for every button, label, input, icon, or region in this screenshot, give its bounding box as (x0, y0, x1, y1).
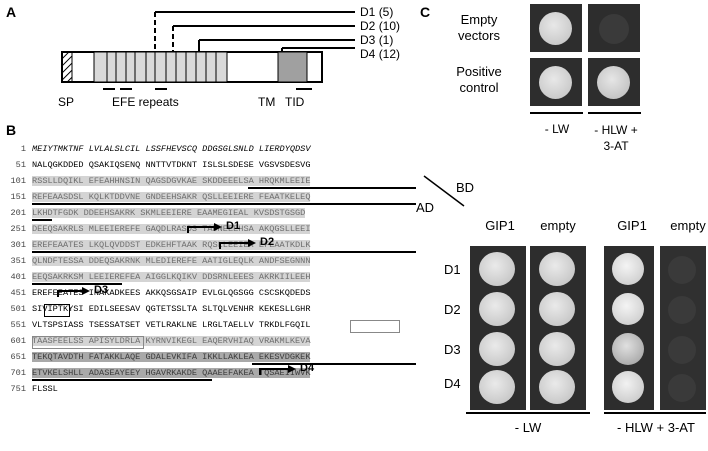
construct-d4: D4 (12) (360, 47, 401, 61)
arrow-d3 (57, 290, 82, 297)
construct-d3: D3 (1) (360, 33, 394, 47)
arrow-d2 (219, 242, 248, 249)
dish-positive-lw (530, 58, 582, 106)
row-d4: D4 (444, 376, 461, 391)
bd-label: BD (456, 180, 475, 195)
col-empty-hlw: empty (670, 218, 706, 233)
arrow-label-d1: D1 (226, 220, 241, 232)
tm-box-2 (32, 336, 144, 349)
panel-label-c: C (420, 4, 431, 20)
arrow-label-d4: D4 (300, 362, 315, 374)
arrow-label-d2: D2 (260, 236, 275, 248)
col-empty-lw: empty (540, 218, 576, 233)
col-gip1-hlw: GIP1 (617, 218, 647, 233)
tid-segment (277, 51, 308, 83)
row-d1: D1 (444, 262, 461, 277)
row-d2: D2 (444, 302, 461, 317)
plate-empty-hlw (660, 246, 706, 410)
domain-diagram (61, 11, 355, 90)
plate-gip1-lw (470, 246, 526, 410)
dish-positive-hlw (588, 58, 640, 106)
construct-d1: D1 (5) (360, 5, 394, 19)
panel-label-a: A (6, 4, 17, 20)
media-top-hlw: - HLW + 3-AT (594, 123, 638, 153)
construct-arrows (57, 223, 296, 375)
arrow-label-d3: D3 (94, 284, 109, 296)
efe-label: EFE repeats (112, 95, 179, 109)
col-gip1-lw: GIP1 (485, 218, 515, 233)
signal-peptide-segment (61, 51, 73, 83)
vipt-motif-box (44, 304, 70, 317)
plate-gip1-hlw (604, 246, 654, 410)
construct-d2: D2 (10) (360, 19, 401, 33)
arrow-d4 (259, 368, 288, 375)
ad-label: AD (416, 200, 435, 215)
plate-empty-lw (530, 246, 586, 410)
sp-label: SP (58, 95, 75, 109)
tm-box (350, 320, 400, 333)
media-top-lw: - LW (544, 122, 570, 136)
media-bottom-lw: - LW (514, 420, 542, 435)
dish-empty-lw (530, 4, 582, 52)
panel-label-b: B (6, 122, 17, 138)
row-label-positive-control: Positive control (456, 64, 502, 95)
dish-empty-hlw (588, 4, 640, 52)
tid-label: TID (285, 95, 305, 109)
row-label-empty-vectors: Empty vectors (458, 12, 500, 43)
tm-label: TM (258, 95, 276, 109)
row-d3: D3 (444, 342, 461, 357)
arrow-d1 (187, 226, 214, 233)
media-bottom-hlw: - HLW + 3-AT (617, 420, 695, 435)
